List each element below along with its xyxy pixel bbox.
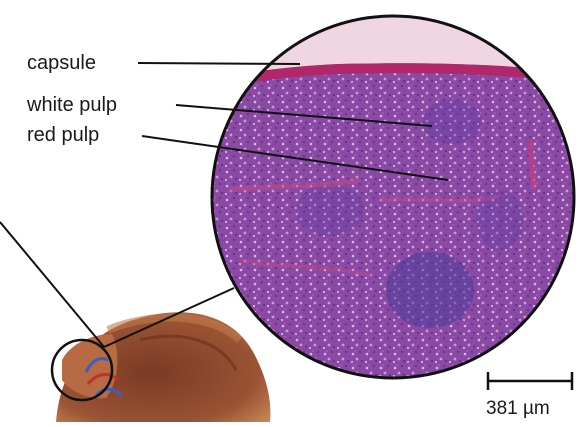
- scale-bar: [488, 372, 572, 390]
- capsule-label: capsule: [27, 52, 96, 74]
- micrograph: [200, 10, 580, 390]
- red-pulp-label: red pulp: [27, 124, 99, 146]
- callout-line-left: [0, 222, 104, 347]
- scale-bar-label: 381 µm: [486, 398, 550, 420]
- capsule-leader-line: [138, 63, 300, 64]
- white-pulp-label: white pulp: [27, 94, 117, 116]
